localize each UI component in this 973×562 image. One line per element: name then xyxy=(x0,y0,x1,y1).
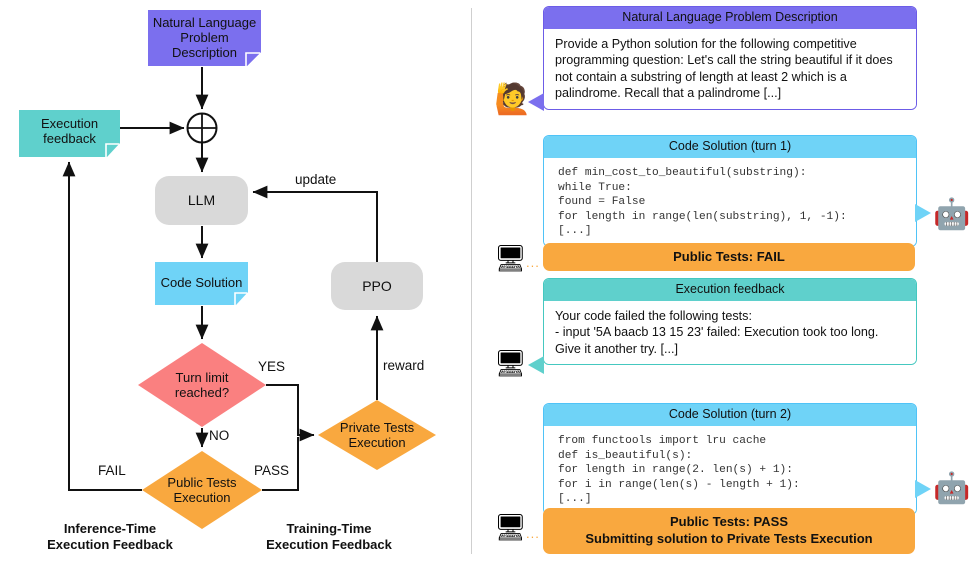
message-public-tests-pass: Public Tests: PASS Submitting solution t… xyxy=(543,508,915,554)
status-badge-public-tests-pass: Public Tests: PASS Submitting solution t… xyxy=(543,508,915,554)
loading-dots: ... xyxy=(526,526,540,541)
junction-circle-plus-icon xyxy=(186,112,218,144)
caption-training-time: Training-Time Execution Feedback xyxy=(266,521,392,552)
desktop-computer-icon: 🖥 xyxy=(494,512,528,542)
edge-update-to-llm xyxy=(252,185,378,262)
diagram-shapes xyxy=(19,10,436,529)
message-tail-feedback xyxy=(528,356,544,374)
pipeline-diagram: Natural Language Problem Description Exe… xyxy=(0,0,480,562)
edge-label-no: NO xyxy=(209,428,230,443)
conversation-panel: Natural Language Problem Description Pro… xyxy=(481,0,973,562)
loading-dots: ... xyxy=(526,255,540,270)
message-body-code: from functools import lru cache def is_b… xyxy=(544,426,916,514)
message-body: Your code failed the following tests: - … xyxy=(544,301,916,365)
message-code-turn-2: Code Solution (turn 2) from functools im… xyxy=(543,403,917,515)
message-header: Execution feedback xyxy=(544,279,916,301)
node-execution-feedback xyxy=(19,110,120,157)
message-header: Natural Language Problem Description xyxy=(544,7,916,29)
status-badge-public-tests: Public Tests: FAIL xyxy=(543,243,915,271)
message-header: Code Solution (turn 2) xyxy=(544,404,916,426)
message-tail-code-1 xyxy=(915,204,931,222)
node-turn-limit xyxy=(138,343,266,427)
node-llm xyxy=(155,176,248,225)
message-body: Provide a Python solution for the follow… xyxy=(544,29,916,109)
message-header: Code Solution (turn 1) xyxy=(544,136,916,158)
robot-icon: 🤖 xyxy=(933,472,971,505)
edge-label-fail: FAIL xyxy=(98,463,126,478)
message-body-code: def min_cost_to_beautiful(substring): wh… xyxy=(544,158,916,246)
node-public-tests xyxy=(142,451,262,529)
message-tail-code-2 xyxy=(915,480,931,498)
edge-yes-to-privatetests xyxy=(266,384,315,442)
node-private-tests xyxy=(318,400,436,470)
message-execution-feedback: Execution feedback Your code failed the … xyxy=(543,278,917,366)
panel-divider xyxy=(471,8,472,554)
message-code-turn-1: Code Solution (turn 1) def min_cost_to_b… xyxy=(543,135,917,247)
edge-label-yes: YES xyxy=(258,359,286,374)
message-public-tests-fail: Public Tests: FAIL xyxy=(543,243,915,271)
node-ppo xyxy=(331,262,423,310)
message-tail-problem xyxy=(528,93,544,111)
desktop-computer-icon: 🖥 xyxy=(494,243,528,273)
edge-label-update: update xyxy=(295,172,337,187)
robot-icon: 🤖 xyxy=(933,198,971,231)
edge-fail-to-feedback xyxy=(62,161,142,491)
caption-inference-time: Inference-Time Execution Feedback xyxy=(47,521,173,552)
status-badge-line-1: Public Tests: PASS xyxy=(670,514,788,529)
desktop-computer-icon: 🖥 xyxy=(494,348,528,378)
edge-pass-to-privatetests xyxy=(262,437,299,491)
status-badge-line-2: Submitting solution to Private Tests Exe… xyxy=(585,531,873,546)
node-code-solution xyxy=(155,262,248,305)
node-problem-description xyxy=(148,10,261,66)
edge-label-reward: reward xyxy=(383,358,425,373)
edge-label-pass: PASS xyxy=(254,463,290,478)
message-problem-description: Natural Language Problem Description Pro… xyxy=(543,6,917,110)
person-raising-hand-icon: 🙋 xyxy=(494,83,532,116)
